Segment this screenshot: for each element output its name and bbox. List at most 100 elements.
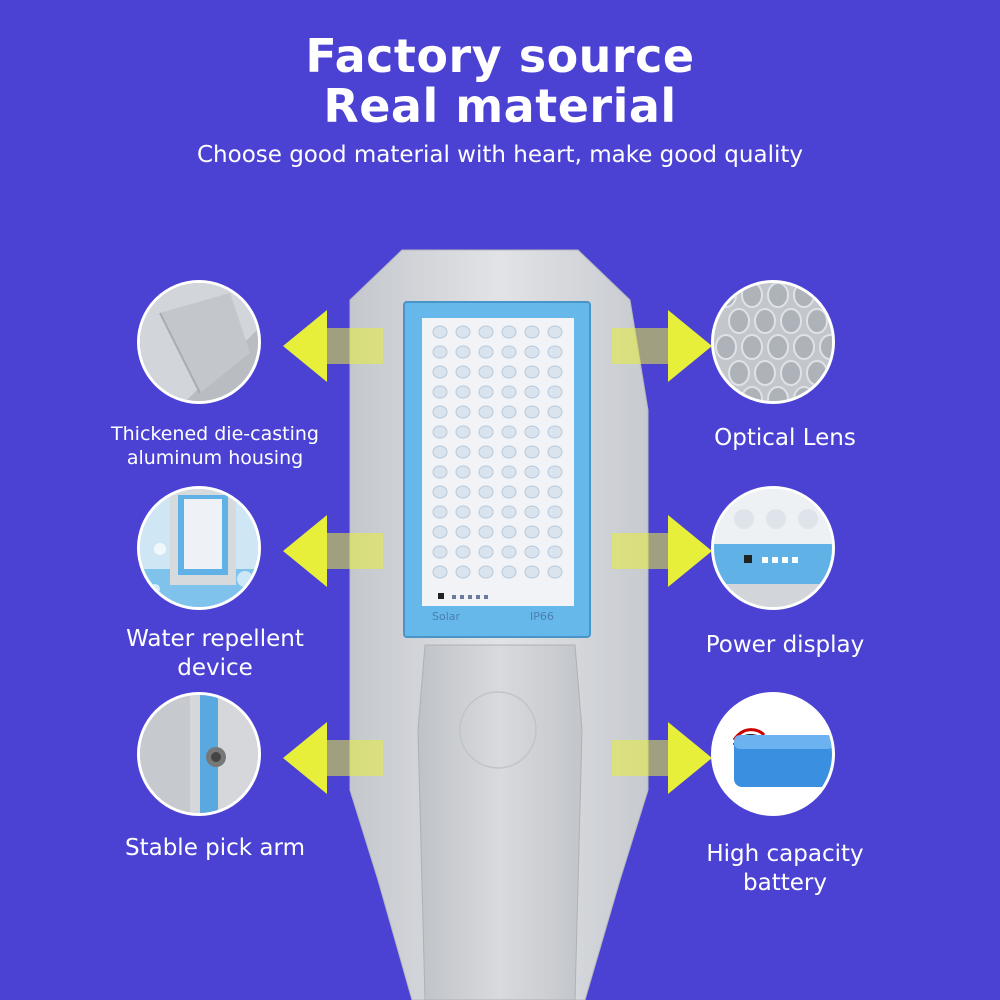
led-chip [547, 465, 563, 479]
led-chip [524, 345, 540, 359]
water-label-line-1: Water repellent [126, 626, 304, 652]
battery-image [711, 692, 835, 816]
led-chip [432, 325, 448, 339]
subtitle: Choose good material with heart, make go… [196, 142, 803, 168]
led-chip [432, 545, 448, 559]
led-chip [501, 565, 517, 579]
led-chip [478, 425, 494, 439]
led-chip [547, 405, 563, 419]
lens-bead [780, 308, 802, 334]
led-chip [432, 525, 448, 539]
led-chip [524, 505, 540, 519]
arrow-right-icon [612, 722, 712, 794]
title-line-1: Factory source [305, 29, 695, 83]
led-chip [501, 545, 517, 559]
led-chip [432, 425, 448, 439]
led-chip [501, 445, 517, 459]
led-chip [455, 445, 471, 459]
led-chip [432, 345, 448, 359]
arrow-left-icon [283, 515, 383, 587]
led-chip [455, 545, 471, 559]
led-chip [478, 365, 494, 379]
led-chip [547, 445, 563, 459]
led-chip [547, 485, 563, 499]
lens-bead [728, 308, 750, 334]
led-chip [524, 485, 540, 499]
lens-bead [793, 334, 815, 360]
lens-bead [754, 360, 776, 386]
led-chip [524, 365, 540, 379]
led-chip [524, 425, 540, 439]
lens-bead [767, 283, 789, 308]
led-chip [501, 365, 517, 379]
led-chip [478, 525, 494, 539]
led-chip [455, 425, 471, 439]
led-chip [432, 465, 448, 479]
led-chip [547, 345, 563, 359]
led-chip [547, 565, 563, 579]
led-chip [547, 525, 563, 539]
led-chip [547, 365, 563, 379]
led-chip [524, 545, 540, 559]
arrow-left-icon [283, 310, 383, 382]
led-chip [478, 565, 494, 579]
led-chip [501, 525, 517, 539]
led-chip [524, 445, 540, 459]
optical-lens-image [711, 280, 835, 404]
lens-bead [741, 334, 763, 360]
title-line-2: Real material [323, 79, 677, 133]
power-display-image [711, 486, 835, 610]
led-chip [478, 405, 494, 419]
battery-label-line-2: battery [743, 870, 827, 896]
led-chip [524, 325, 540, 339]
battery-label: High capacity battery [670, 840, 900, 898]
led-chip [432, 365, 448, 379]
led-chip [432, 485, 448, 499]
led-chip [501, 385, 517, 399]
led-chip [524, 565, 540, 579]
led-chip [432, 385, 448, 399]
pick-arm-label: Stable pick arm [125, 835, 305, 861]
led-array [432, 325, 563, 579]
led-chip [501, 425, 517, 439]
led-chip [455, 405, 471, 419]
water-label-line-2: device [177, 655, 253, 681]
power-display-label: Power display [705, 632, 865, 658]
led-chip [455, 485, 471, 499]
led-chip [432, 505, 448, 519]
lens-bead [715, 334, 737, 360]
led-chip [478, 485, 494, 499]
led-chip [478, 465, 494, 479]
led-chip [432, 445, 448, 459]
water-repellent-label: Water repellent device [100, 625, 330, 683]
lens-bead [728, 360, 750, 386]
led-chip [478, 505, 494, 519]
lens-bead [780, 360, 802, 386]
led-chip [455, 505, 471, 519]
led-chip [524, 465, 540, 479]
led-chip [432, 405, 448, 419]
lens-bead [754, 308, 776, 334]
led-chip [478, 545, 494, 559]
led-chip [501, 345, 517, 359]
lens-bead [767, 334, 789, 360]
optical-lens-label: Optical Lens [714, 425, 856, 451]
housing-label: Thickened die-casting aluminum housing [100, 422, 330, 470]
arrow-left-icon [283, 722, 383, 794]
panel-rating-text: IP66 [530, 610, 554, 623]
arrow-right-icon [612, 310, 712, 382]
led-chip [455, 385, 471, 399]
led-chip [547, 425, 563, 439]
led-chip [478, 345, 494, 359]
led-chip [524, 525, 540, 539]
led-chip [501, 485, 517, 499]
led-chip [501, 325, 517, 339]
lens-bead [819, 334, 832, 360]
led-chip [455, 565, 471, 579]
water-repellent-image [137, 486, 261, 610]
housing-label-line-2: aluminum housing [126, 447, 304, 469]
pick-arm-image [137, 692, 261, 816]
led-chip [455, 465, 471, 479]
led-chip [455, 525, 471, 539]
